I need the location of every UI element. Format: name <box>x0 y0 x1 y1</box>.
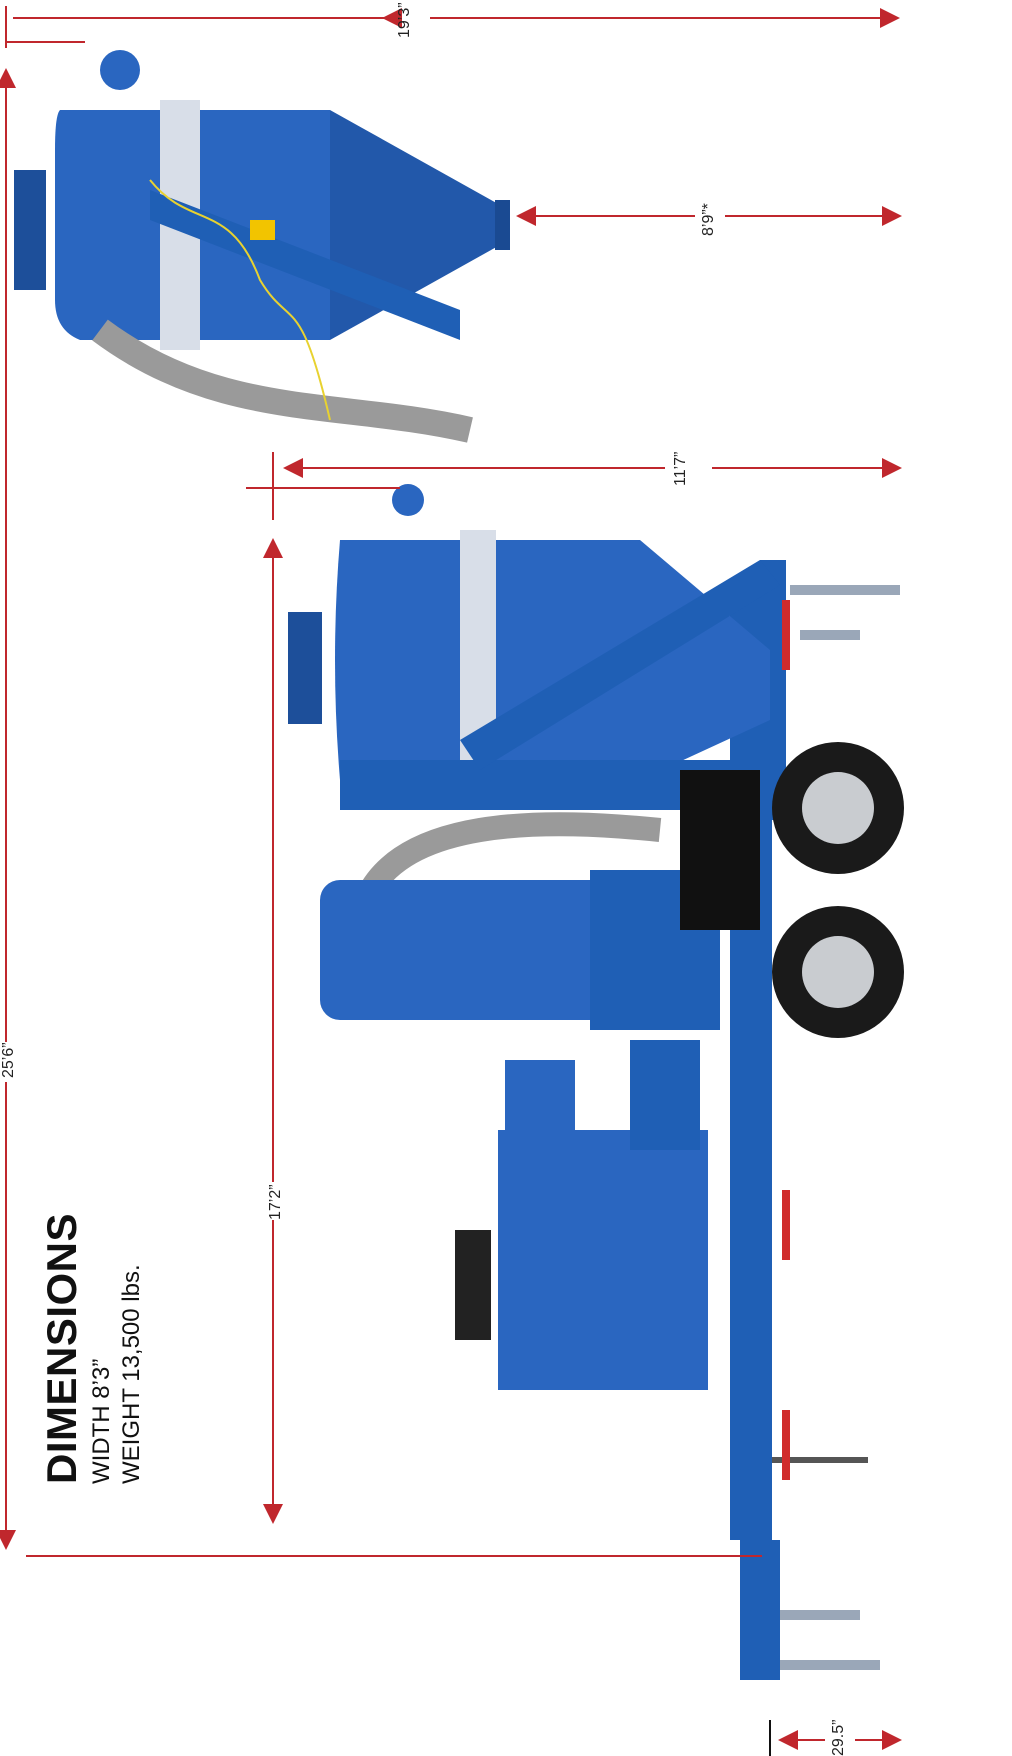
raised-hopper-illustration <box>14 50 510 443</box>
dimension-lines <box>0 6 902 1756</box>
width-spec: WIDTH 8’3” <box>88 1358 115 1484</box>
hopper-height-label: 8’9”* <box>700 203 717 236</box>
raised-height-label: 11’7” <box>672 451 689 486</box>
trailer-illustration <box>288 484 904 1680</box>
weight-spec: WEIGHT 13,500 lbs. <box>118 1264 145 1484</box>
overall-length-label: 25’6” <box>0 1042 17 1078</box>
page-title: DIMENSIONS <box>38 1212 85 1484</box>
hitch-height-label: 29.5” <box>830 1719 847 1756</box>
trailer-length-label: 17’2” <box>267 1184 284 1220</box>
top-width-label: 19’3” <box>396 2 413 38</box>
